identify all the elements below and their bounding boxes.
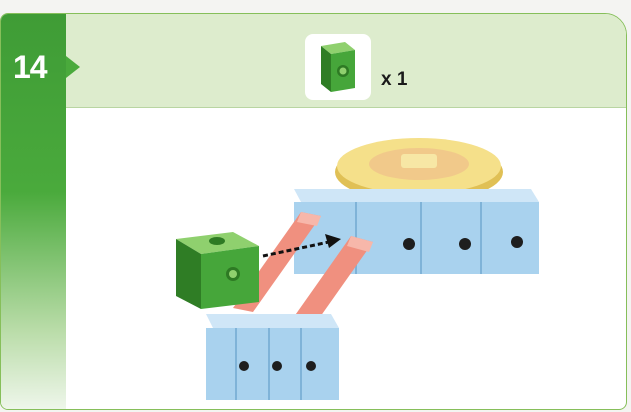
insert-arrow-icon xyxy=(262,234,341,258)
step-arrow-icon xyxy=(66,56,80,78)
assembly-illustration xyxy=(176,138,539,400)
step-number: 14 xyxy=(13,49,48,85)
lower-block-row xyxy=(206,314,339,400)
green-cube-icon xyxy=(305,34,371,100)
part-quantity: x 1 xyxy=(381,69,408,90)
upper-block-row xyxy=(294,189,539,274)
gear xyxy=(335,138,503,202)
step-side-bar xyxy=(1,14,66,409)
instruction-step-card: 14 x 1 xyxy=(0,13,627,410)
green-cube xyxy=(176,232,259,309)
